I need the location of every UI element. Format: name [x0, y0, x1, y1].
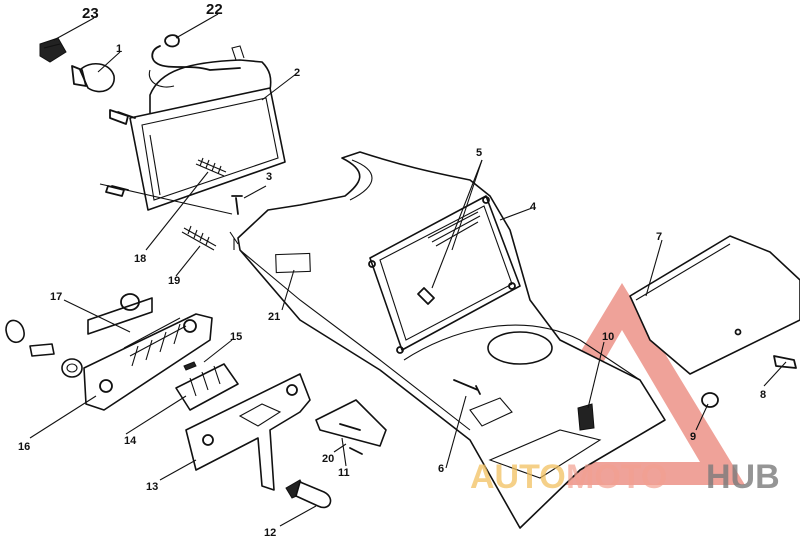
grommet — [701, 392, 719, 408]
callout-8: 8 — [760, 389, 766, 401]
dash-cowl — [237, 151, 666, 529]
watermark-triangle-icon — [500, 283, 745, 485]
callout-9: 9 — [690, 431, 696, 443]
callout-22: 22 — [206, 1, 223, 18]
callout-16: 16 — [18, 441, 30, 453]
callout-20: 20 — [322, 453, 334, 465]
watermark-moto: MOTO — [566, 458, 667, 496]
watermark-hub: HUB — [706, 458, 780, 496]
bulb-socket — [39, 37, 67, 63]
callout-21: 21 — [268, 311, 280, 323]
callout-6: 6 — [438, 463, 444, 475]
callouts: 1 2 3 4 5 6 7 8 9 10 11 12 13 14 15 16 1… — [18, 1, 766, 539]
callout-18: 18 — [134, 253, 146, 265]
callout-5: 5 — [476, 147, 482, 159]
screw — [231, 195, 243, 215]
callout-11: 11 — [338, 467, 350, 479]
bulb — [71, 63, 115, 93]
leader-lines — [29, 13, 787, 527]
mounting-bracket — [185, 373, 311, 491]
side-cover — [629, 235, 800, 375]
screw — [773, 355, 797, 369]
callout-15: 15 — [230, 331, 242, 343]
callout-19: 19 — [168, 275, 180, 287]
indicator-lamp — [285, 479, 332, 509]
screw — [417, 287, 435, 305]
callout-7: 7 — [656, 231, 662, 243]
relay-switch — [315, 399, 387, 455]
ignition-lock — [5, 319, 83, 378]
callout-12: 12 — [264, 527, 276, 539]
callout-23: 23 — [82, 5, 99, 22]
callout-1: 1 — [116, 43, 122, 55]
watermark-auto: AUTO — [470, 458, 566, 496]
grommet — [120, 293, 140, 311]
wire-harness — [148, 34, 241, 88]
callout-3: 3 — [266, 171, 272, 183]
clip — [577, 403, 595, 431]
callout-4: 4 — [530, 201, 537, 213]
callout-13: 13 — [146, 481, 158, 493]
callout-14: 14 — [124, 435, 137, 447]
connector-block — [175, 361, 239, 411]
watermark-text: AUTO MOTO HUB — [470, 458, 780, 496]
callout-17: 17 — [50, 291, 62, 303]
screw — [453, 379, 481, 395]
headlight-assembly — [105, 45, 286, 211]
callout-10: 10 — [602, 331, 614, 343]
watermark-logo — [500, 283, 745, 485]
callout-2: 2 — [294, 67, 300, 79]
adjuster-springs — [99, 157, 233, 251]
